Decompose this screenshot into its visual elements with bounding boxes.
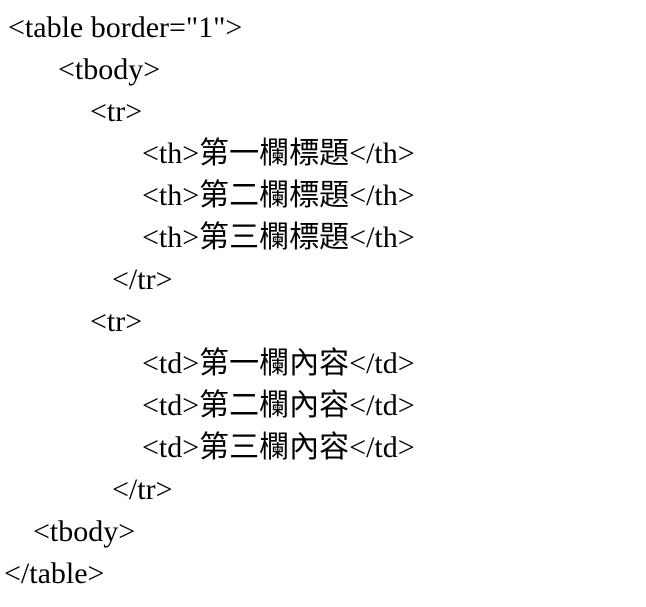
code-line-tbody-close: <tbody>	[33, 515, 136, 548]
code-line-th-3: <th>第三欄標題</th>	[142, 221, 415, 254]
code-line-th-2: <th>第二欄標題</th>	[142, 179, 415, 212]
code-line-td-2: <td>第二欄內容</td>	[142, 389, 415, 422]
code-line-th-1: <th>第一欄標題</th>	[142, 137, 415, 170]
code-line-tr-open-2: <tr>	[90, 305, 143, 338]
code-line-td-3: <td>第三欄內容</td>	[142, 431, 415, 464]
code-line-table-open: <table border="1">	[8, 11, 243, 44]
code-line-tr-close-1: </tr>	[112, 263, 173, 296]
code-line-td-1: <td>第一欄內容</td>	[142, 347, 415, 380]
code-line-tr-open-1: <tr>	[90, 95, 143, 128]
code-line-table-close: </table>	[4, 557, 105, 590]
code-line-tr-close-2: </tr>	[112, 473, 173, 506]
code-line-tbody-open: <tbody>	[58, 53, 161, 86]
